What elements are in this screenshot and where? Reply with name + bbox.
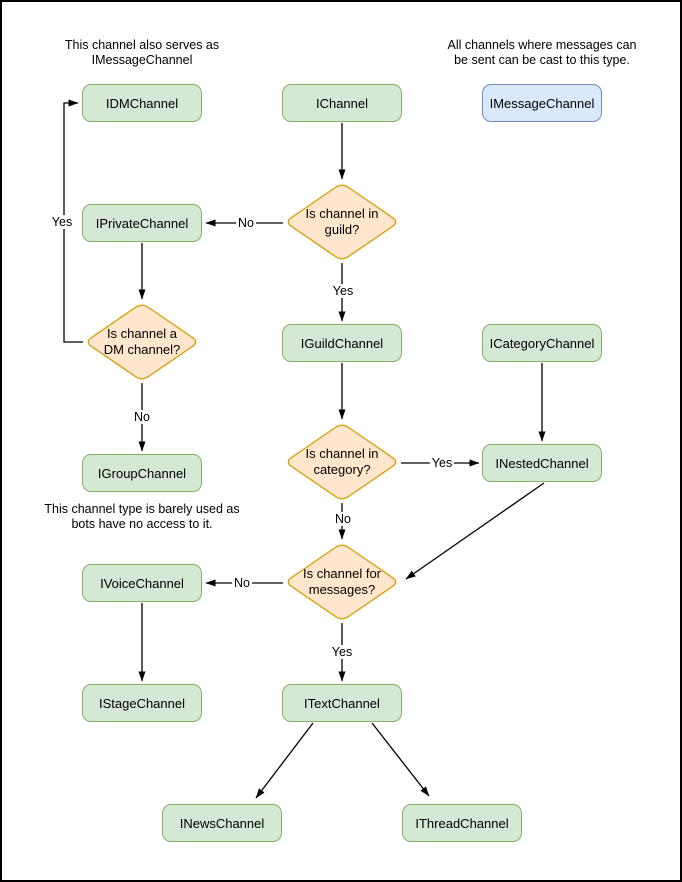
annotation-message-note: All channels where messages can be sent … <box>447 38 637 67</box>
node-idmchannel: IDMChannel <box>82 84 202 122</box>
edge-itextchannel-to-inewschannel <box>255 722 314 799</box>
edge-label-guild-yes: Yes <box>330 284 356 298</box>
node-iguildchannel: IGuildChannel <box>282 324 402 362</box>
node-ichannel: IChannel <box>282 84 402 122</box>
edge-label-messages-yes: Yes <box>329 645 355 659</box>
edge-label-dm-no: No <box>132 410 152 424</box>
node-ivoicechannel: IVoiceChannel <box>82 564 202 602</box>
edge-label-messages-no: No <box>232 576 252 590</box>
node-ithreadchannel: IThreadChannel <box>402 804 522 842</box>
edge-label-category-yes: Yes <box>429 456 455 470</box>
decision-in-guild: Is channel in guild? <box>284 182 400 262</box>
edge-itextchannel-to-ithreadchannel <box>371 722 430 797</box>
annotation-dm-note: This channel also serves as IMessageChan… <box>64 38 220 67</box>
decision-for-messages-label: Is channel for messages? <box>302 565 382 597</box>
node-istagechannel: IStageChannel <box>82 684 202 722</box>
node-iprivatechannel: IPrivateChannel <box>82 204 202 242</box>
annotation-group-note: This channel type is barely used as bots… <box>44 502 240 531</box>
decision-for-messages: Is channel for messages? <box>284 542 400 622</box>
node-igroupchannel: IGroupChannel <box>82 454 202 492</box>
node-itextchannel: ITextChannel <box>282 684 402 722</box>
diamond-shape <box>87 304 197 380</box>
diamond-shape <box>287 184 397 260</box>
edge-label-guild-no: No <box>236 216 256 230</box>
decision-in-guild-label: Is channel in guild? <box>305 205 379 237</box>
decision-is-dm-label: Is channel a DM channel? <box>103 325 181 357</box>
node-imessagechannel: IMessageChannel <box>482 84 602 122</box>
decision-in-category-label: Is channel in category? <box>305 445 379 477</box>
decision-in-category: Is channel in category? <box>284 422 400 502</box>
edge-label-category-no: No <box>333 512 353 526</box>
edge-label-dm-yes: Yes <box>49 215 75 229</box>
decision-is-dm: Is channel a DM channel? <box>84 302 200 382</box>
diamond-shape <box>287 424 397 500</box>
diamond-shape <box>287 544 397 620</box>
node-inewschannel: INewsChannel <box>162 804 282 842</box>
node-icategorychannel: ICategoryChannel <box>482 324 602 362</box>
node-inestedchannel: INestedChannel <box>482 444 602 482</box>
edge-inestedchannel-to-messages-decision <box>405 482 545 580</box>
